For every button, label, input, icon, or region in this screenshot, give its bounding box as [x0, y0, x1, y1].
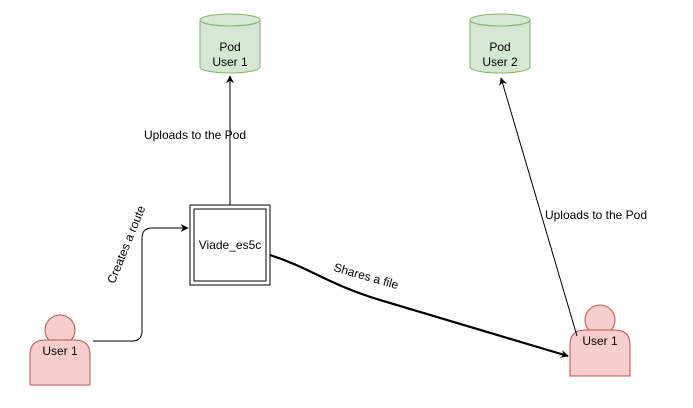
pod-user1-owner: User 1: [212, 55, 248, 69]
viade-app-label: Viade_es5c: [199, 238, 262, 252]
edge-uploads-right[interactable]: Uploads to the Pod: [499, 77, 647, 337]
pod-user1-cylinder[interactable]: Pod User 1: [199, 13, 261, 74]
edge-shares-file[interactable]: Shares a file: [269, 253, 569, 358]
person-icon: [29, 314, 91, 386]
user1-left-actor[interactable]: User 1: [29, 314, 91, 386]
edge-uploads-left[interactable]: Uploads to the Pod: [144, 75, 246, 205]
pod-user1-name: Pod: [219, 40, 240, 54]
pod-user2-owner: User 2: [482, 55, 518, 69]
edge-creates-route[interactable]: Creates a route: [93, 203, 189, 342]
person-icon: [569, 304, 631, 377]
user1-right-label: User 1: [582, 334, 618, 348]
edge-uploads-right-label: Uploads to the Pod: [545, 208, 647, 222]
user1-left-label: User 1: [42, 344, 78, 358]
edge-uploads-left-label: Uploads to the Pod: [144, 128, 246, 142]
edge-shares-file-label: Shares a file: [332, 260, 400, 292]
user1-right-actor[interactable]: User 1: [569, 304, 631, 377]
viade-app-box[interactable]: Viade_es5c: [189, 204, 271, 286]
pod-user2-cylinder[interactable]: Pod User 2: [469, 13, 531, 74]
pod-user2-name: Pod: [489, 40, 510, 54]
